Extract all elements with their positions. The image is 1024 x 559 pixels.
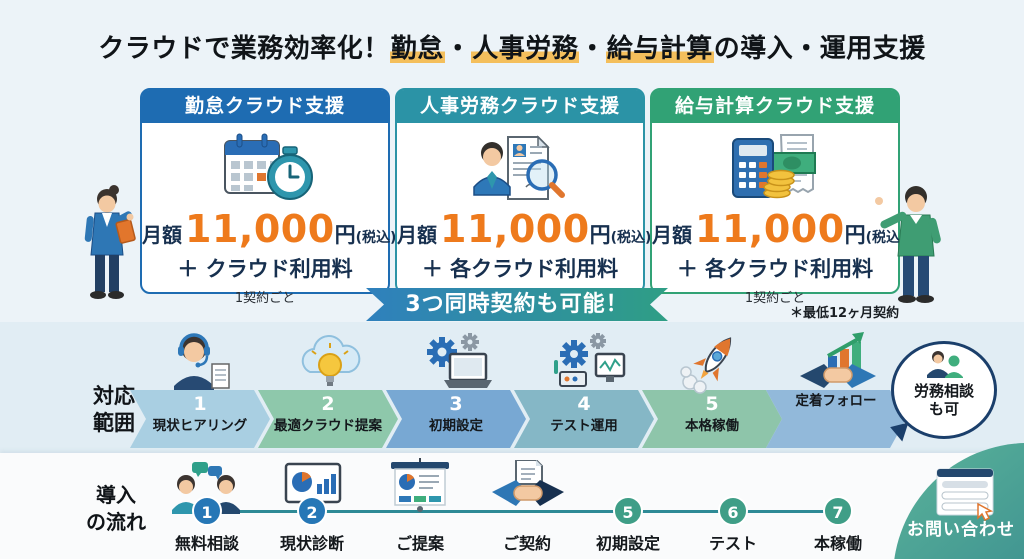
price-value: 11,000 bbox=[695, 207, 845, 251]
man-illustration bbox=[875, 186, 941, 303]
scope-step-number: 1 bbox=[193, 393, 207, 415]
hr-document-icon bbox=[397, 127, 643, 209]
scope-step-test: 4 テスト運用 bbox=[514, 390, 654, 448]
scope-step-label: 本格稼働 bbox=[685, 418, 739, 434]
cloud-idea-icon bbox=[301, 335, 361, 386]
laptop-gear-icon bbox=[427, 333, 492, 388]
per-contract: 1契約ごと bbox=[744, 291, 806, 306]
flow-step-6-label: テスト bbox=[708, 534, 757, 553]
title-highlight-kyuyo: 給与計算 bbox=[605, 34, 714, 64]
page-title: クラウドで業務効率化！勤怠・人事労務・給与計算の導入・運用支援 bbox=[0, 28, 1024, 65]
price-label: 月額 bbox=[397, 223, 437, 247]
card-hr-labor-header: 人事労務クラウド支援 bbox=[397, 90, 643, 123]
calendar-stopwatch-icon bbox=[142, 127, 388, 209]
price-line: 月額11,000円(税込) bbox=[652, 207, 906, 251]
operator-icon bbox=[174, 333, 230, 390]
per-contract: 1契約ごと bbox=[234, 291, 296, 306]
price-value: 11,000 bbox=[185, 207, 335, 251]
addon-line: ＋ 各クラウド利用料 bbox=[676, 257, 874, 281]
title-dot: ・ bbox=[579, 34, 606, 64]
price-value: 11,000 bbox=[440, 207, 590, 251]
presentation-board-icon bbox=[391, 458, 449, 512]
flow-step-5-label: 初期設定 bbox=[595, 534, 660, 553]
card-hr-labor: 人事労務クラウド支援 月額11,000円(税込) ＋ 各クラウド利用料 bbox=[395, 88, 651, 306]
cursor-icon bbox=[977, 502, 994, 522]
addon-line: ＋ クラウド利用料 bbox=[177, 257, 353, 281]
scope-step-launch: 5 本格稼働 bbox=[642, 390, 782, 448]
scope-step-label: 初期設定 bbox=[429, 418, 483, 434]
title-highlight-jinji: 人事労務 bbox=[471, 34, 580, 64]
scope-step-setup: 3 初期設定 bbox=[386, 390, 526, 448]
card-payroll-header: 給与計算クラウド支援 bbox=[652, 90, 898, 123]
card-attendance: 勤怠クラウド支援 月額11,000円(税込) ＋ bbox=[140, 88, 396, 306]
simultaneous-contract-ribbon: 3つ同時契約も可能！ bbox=[366, 288, 668, 321]
scope-step-proposal: 2 最適クラウド提案 bbox=[258, 390, 398, 448]
scope-step-label: テスト運用 bbox=[550, 418, 618, 434]
handshake-chart-icon bbox=[800, 332, 876, 388]
flow-step-3-label: ご提案 bbox=[395, 534, 444, 553]
contact-label: お問い合わせ bbox=[907, 520, 1015, 540]
price-line: 月額11,000円(税込) bbox=[397, 207, 651, 251]
price-unit: 円 bbox=[589, 223, 611, 247]
scope-step-number: 2 bbox=[321, 393, 335, 415]
contact-form-icon bbox=[936, 468, 994, 522]
diagnosis-monitor-icon bbox=[284, 462, 342, 507]
scope-step-label: 現状ヒアリング bbox=[152, 418, 248, 434]
rocket-icon bbox=[680, 337, 732, 394]
bubble-text-line2: も可 bbox=[928, 400, 959, 418]
flow-step-2-circle: 2 bbox=[297, 496, 327, 526]
price-tax: (税込) bbox=[865, 230, 907, 246]
price-tax: (税込) bbox=[355, 230, 397, 246]
card-attendance-header: 勤怠クラウド支援 bbox=[142, 90, 388, 123]
flow-step-1-circle: 1 bbox=[192, 496, 222, 526]
scope-step-number: 5 bbox=[705, 393, 719, 415]
scope-label-line1: 対応 bbox=[93, 384, 135, 408]
flow-label-line2: の流れ bbox=[86, 510, 146, 534]
labor-consult-people-icon bbox=[927, 351, 963, 378]
bubble-text-line1: 労務相談 bbox=[913, 382, 974, 400]
title-suffix: の導入・運用支援 bbox=[713, 34, 926, 64]
flow-timeline bbox=[207, 510, 838, 513]
price-label: 月額 bbox=[652, 223, 692, 247]
scope-step-follow: 定着フォロー bbox=[766, 390, 906, 448]
flow-step-4-label: ご契約 bbox=[502, 534, 551, 553]
flow-step-7-circle: 7 bbox=[823, 496, 853, 526]
scope-step-label: 最適クラウド提案 bbox=[274, 418, 382, 434]
flow-step-7-label: 本稼働 bbox=[813, 534, 862, 553]
scope-step-label: 定着フォロー bbox=[795, 393, 877, 409]
flow-label-line1: 導入 bbox=[96, 483, 136, 507]
price-line: 月額11,000円(税込) bbox=[142, 207, 396, 251]
contract-handshake-icon bbox=[492, 460, 564, 506]
scope-step-number: 4 bbox=[577, 393, 591, 415]
flow-step-5-circle: 5 bbox=[613, 496, 643, 526]
labor-consult-bubble: 労務相談 も可 bbox=[891, 341, 997, 439]
card-payroll: 給与計算クラウド支援 bbox=[650, 88, 906, 306]
price-label: 月額 bbox=[142, 223, 182, 247]
minimum-contract-note: ＊最低12ヶ月契約 bbox=[790, 306, 900, 321]
flow-band bbox=[0, 453, 1024, 559]
title-dot: ・ bbox=[444, 34, 472, 64]
flow-step-2-label: 現状診断 bbox=[279, 534, 344, 553]
calculator-money-icon bbox=[652, 127, 898, 209]
price-tax: (税込) bbox=[610, 230, 652, 246]
test-devices-icon bbox=[554, 333, 626, 387]
scope-section-label: 対応 範囲 bbox=[70, 383, 158, 437]
woman-illustration bbox=[84, 185, 136, 299]
flow-section-label: 導入 の流れ bbox=[66, 482, 166, 536]
flow-step-6-circle: 6 bbox=[718, 496, 748, 526]
scope-label-line2: 範囲 bbox=[93, 411, 135, 435]
price-unit: 円 bbox=[334, 223, 356, 247]
addon-line: ＋ 各クラウド利用料 bbox=[421, 257, 619, 281]
title-prefix: クラウドで業務効率化！ bbox=[98, 34, 390, 64]
scope-step-hearing: 1 現状ヒアリング bbox=[130, 390, 270, 448]
scope-step-number: 3 bbox=[449, 393, 463, 415]
price-unit: 円 bbox=[844, 223, 866, 247]
title-highlight-kintai: 勤怠 bbox=[389, 34, 445, 64]
flow-step-1-label: 無料相談 bbox=[174, 534, 239, 553]
